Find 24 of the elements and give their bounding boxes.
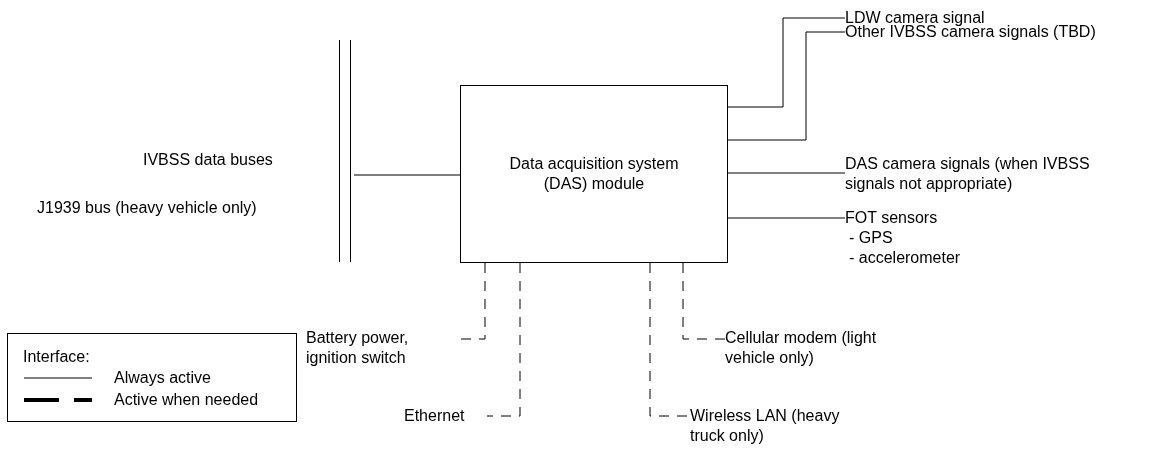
bus-label: IVBSS data buses: [143, 150, 273, 170]
bus-lines: [339, 40, 351, 262]
dashed-connector: [682, 262, 726, 340]
sensor-label: - GPS: [848, 228, 894, 248]
connector-line: [353, 174, 461, 176]
signal-label: DAS camera signals (when IVBSS signals not appropriate): [845, 154, 1091, 194]
connector-line: [727, 172, 846, 174]
connector-line: [727, 17, 846, 108]
module-box: [460, 85, 728, 263]
ethernet-label: Ethernet: [404, 406, 466, 426]
wireless-label: Wireless LAN (heavy truck only): [690, 406, 841, 446]
sensor-label: FOT sensors: [845, 208, 939, 228]
power-label: Battery power, ignition switch: [306, 328, 410, 368]
bus-label: J1939 bus (heavy vehicle only): [37, 198, 257, 218]
connector-line: [727, 31, 846, 141]
dashed-connector: [486, 262, 521, 417]
legend-text: Active when needed: [114, 390, 259, 410]
module-label: Data acquisition system (DAS) module: [508, 154, 680, 194]
signal-label: LDW camera signal: [845, 8, 986, 26]
legend-text: Always active: [114, 368, 211, 388]
sensor-label: - accelerometer: [848, 248, 962, 268]
modem-label: Cellular modem (light vehicle only): [725, 328, 878, 368]
connector-line: [727, 217, 846, 219]
legend-title: Interface:: [23, 347, 90, 367]
